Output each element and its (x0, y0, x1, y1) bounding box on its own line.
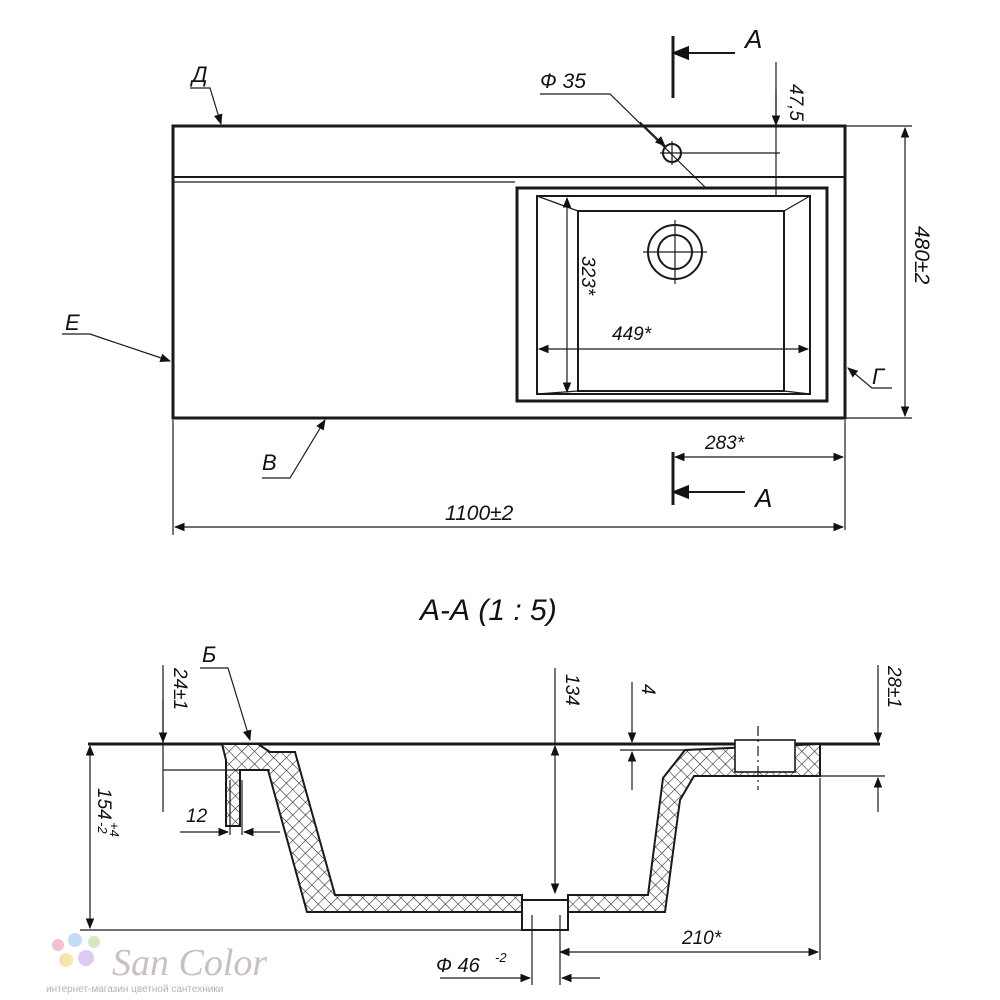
watermark-logo: San Color интернет-магазин цветной санте… (46, 933, 267, 995)
label-e: Е (65, 310, 80, 335)
section-view: Б 24±1 12 154 +4 -2 134 4 28±1 (80, 642, 904, 985)
label-v: В (262, 450, 277, 475)
section-marker-label: A (743, 24, 762, 54)
bowl-bottom (577, 210, 785, 392)
countertop-outline (171, 124, 847, 420)
dim-rim-width: 12 (186, 806, 208, 827)
section-hatch-left (220, 743, 523, 913)
top-view: A A Д Е В Г Ф 35 47,5 480±2 (62, 24, 933, 535)
section-marker-top: A (671, 24, 762, 98)
dim-drain-offset: 210* (681, 928, 722, 949)
dim-rim-left: 24±1 (169, 667, 190, 710)
section-marker-label: A (753, 483, 772, 513)
logo-dot (52, 939, 64, 951)
logo-dot (78, 950, 94, 966)
dim-rim-right: 28±1 (883, 665, 904, 708)
label-d: Д (189, 62, 208, 87)
dim-offset: 47,5 (785, 84, 806, 121)
dim-bowl-width: 449* (612, 324, 652, 345)
drain-icon (643, 220, 707, 284)
bowl-outer (515, 186, 829, 403)
logo-dot (59, 953, 73, 967)
dim-bowl-depth: 134 (561, 674, 582, 706)
section-marker-bottom: A (671, 452, 772, 513)
dim-drain-diameter-tol: -2 (495, 950, 507, 965)
logo-dots-icon (52, 933, 100, 967)
dim-bowl-offset: 283* (704, 433, 745, 454)
label-b: Б (202, 642, 216, 667)
bowl-rim (536, 195, 811, 395)
dim-depth: 480±2 (910, 226, 933, 285)
dim-total-height-tol-up: +4 (107, 822, 122, 837)
logo-dot (68, 933, 82, 947)
label-g: Г (872, 364, 886, 389)
dim-edge-small: 4 (637, 684, 658, 695)
dim-total-height: 154 (93, 788, 114, 820)
dim-overall-length: 1100±2 (445, 502, 514, 525)
watermark-brand: San Color (112, 942, 267, 984)
dim-bowl-height: 323* (577, 256, 598, 296)
watermark-tagline: интернет-магазин цветной сантехники (46, 984, 223, 995)
faucet-hole-icon (660, 141, 780, 165)
dim-hole-diameter: Ф 35 (540, 70, 586, 93)
dim-drain-diameter: Ф 46 (436, 955, 481, 977)
section-title: А-А (1 : 5) (418, 594, 557, 627)
dim-total-height-tol-down: -2 (95, 822, 110, 834)
logo-dot (88, 936, 100, 948)
